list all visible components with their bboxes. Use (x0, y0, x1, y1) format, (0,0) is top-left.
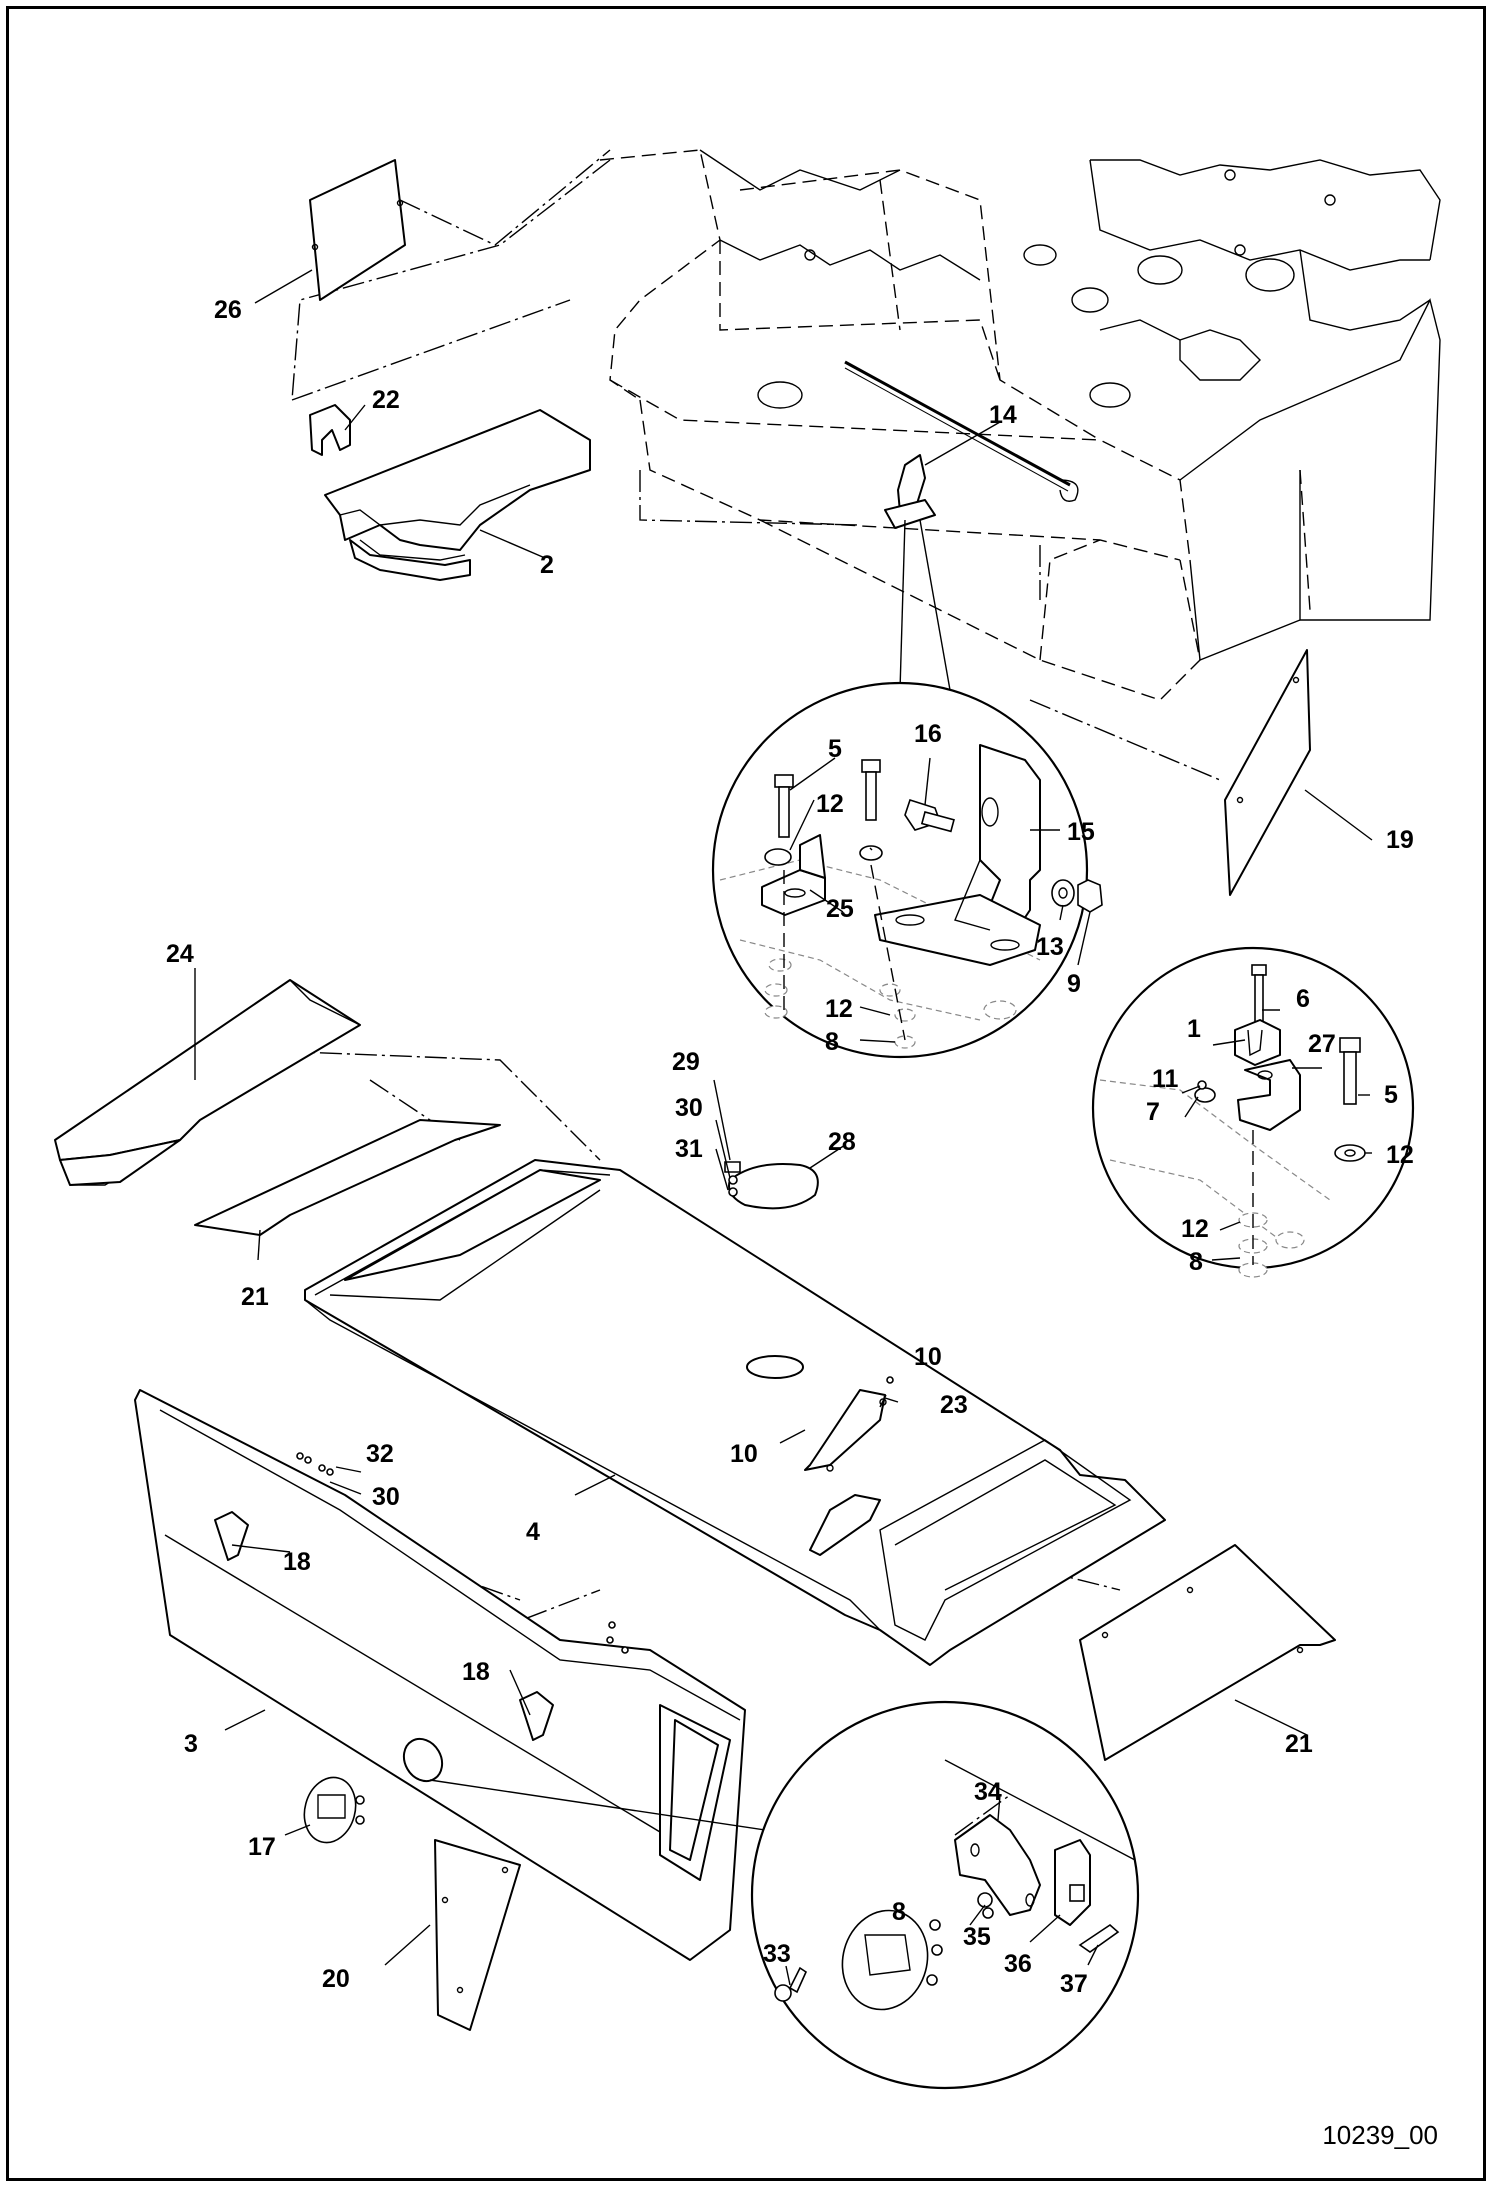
part-clip (309, 404, 351, 456)
callout-30-cover: 30 (675, 1094, 703, 1122)
leader-lines (194, 269, 1373, 1986)
callout-12-detail1-bottom: 12 (825, 995, 853, 1023)
detail-view-latch (429, 1700, 1140, 2090)
callout-4: 4 (526, 1518, 540, 1546)
callout-18-right: 18 (462, 1658, 490, 1686)
callout-19: 19 (1386, 826, 1414, 854)
part-tray (324, 409, 591, 551)
machine-frame (599, 149, 1441, 701)
callout-21-left: 21 (241, 1283, 269, 1311)
callout-2: 2 (540, 551, 554, 579)
callout-26: 26 (214, 296, 242, 324)
callout-27: 27 (1308, 1030, 1336, 1058)
callout-8-detail2: 8 (1189, 1248, 1203, 1276)
callout-5-detail2: 5 (1384, 1081, 1398, 1109)
part-shim-right (1079, 1544, 1336, 1761)
part-hinge-left (214, 1511, 249, 1561)
callout-12-detail1-top: 12 (816, 790, 844, 818)
part-rear-plate (309, 159, 406, 301)
callout-24: 24 (166, 940, 194, 968)
callout-37: 37 (1060, 1970, 1088, 1998)
callout-9: 9 (1067, 970, 1081, 998)
callout-34: 34 (974, 1778, 1002, 1806)
callout-17: 17 (248, 1833, 276, 1861)
callout-5-detail1: 5 (828, 735, 842, 763)
part-access-plate (728, 1163, 819, 1210)
detail-view-bracket (711, 519, 1103, 1059)
callout-10-top: 10 (914, 1343, 942, 1371)
callout-30-door: 30 (372, 1483, 400, 1511)
part-lower-side-panel (434, 1839, 521, 2031)
callout-16: 16 (914, 720, 942, 748)
callout-1: 1 (1187, 1015, 1201, 1043)
callout-7: 7 (1146, 1098, 1160, 1126)
callout-29: 29 (672, 1048, 700, 1076)
part-hinge-right (519, 1691, 554, 1741)
callout-14: 14 (989, 401, 1017, 429)
part-main-cover (304, 1159, 1166, 1666)
part-side-panel (1224, 649, 1311, 896)
callout-13: 13 (1036, 933, 1064, 961)
callout-18-left: 18 (283, 1548, 311, 1576)
callout-8-detail3: 8 (892, 1898, 906, 1926)
callout-12-detail2-bottom: 12 (1181, 1215, 1209, 1243)
callout-23: 23 (940, 1391, 968, 1419)
callout-32: 32 (366, 1440, 394, 1468)
callout-3: 3 (184, 1730, 198, 1758)
callout-22: 22 (372, 386, 400, 414)
part-latch-handle (303, 1776, 365, 1844)
callout-8-detail1: 8 (825, 1028, 839, 1056)
callout-21-right: 21 (1285, 1730, 1313, 1758)
part-small-plate (804, 1389, 886, 1471)
part-support-rod (844, 360, 1079, 529)
callout-31: 31 (675, 1135, 703, 1163)
callout-12-detail2-right: 12 (1386, 1141, 1414, 1169)
callout-10-bottom: 10 (730, 1440, 758, 1468)
callout-20: 20 (322, 1965, 350, 1993)
callout-11: 11 (1152, 1065, 1179, 1093)
callout-15: 15 (1067, 818, 1095, 846)
callout-labels: 26 22 2 14 19 24 21 21 4 3 17 20 18 18 3… (166, 296, 1414, 1998)
callout-36: 36 (1004, 1950, 1032, 1978)
callout-33: 33 (763, 1940, 791, 1968)
detail-view-clamp (1091, 946, 1415, 1278)
callout-28: 28 (828, 1128, 856, 1156)
callout-35: 35 (963, 1923, 991, 1951)
callout-6: 6 (1296, 985, 1310, 1013)
part-front-end-cap (54, 979, 361, 1161)
part-door-panel (134, 1389, 746, 1961)
drawing-number: 10239_00 (1322, 2120, 1438, 2150)
callout-25: 25 (826, 895, 854, 923)
